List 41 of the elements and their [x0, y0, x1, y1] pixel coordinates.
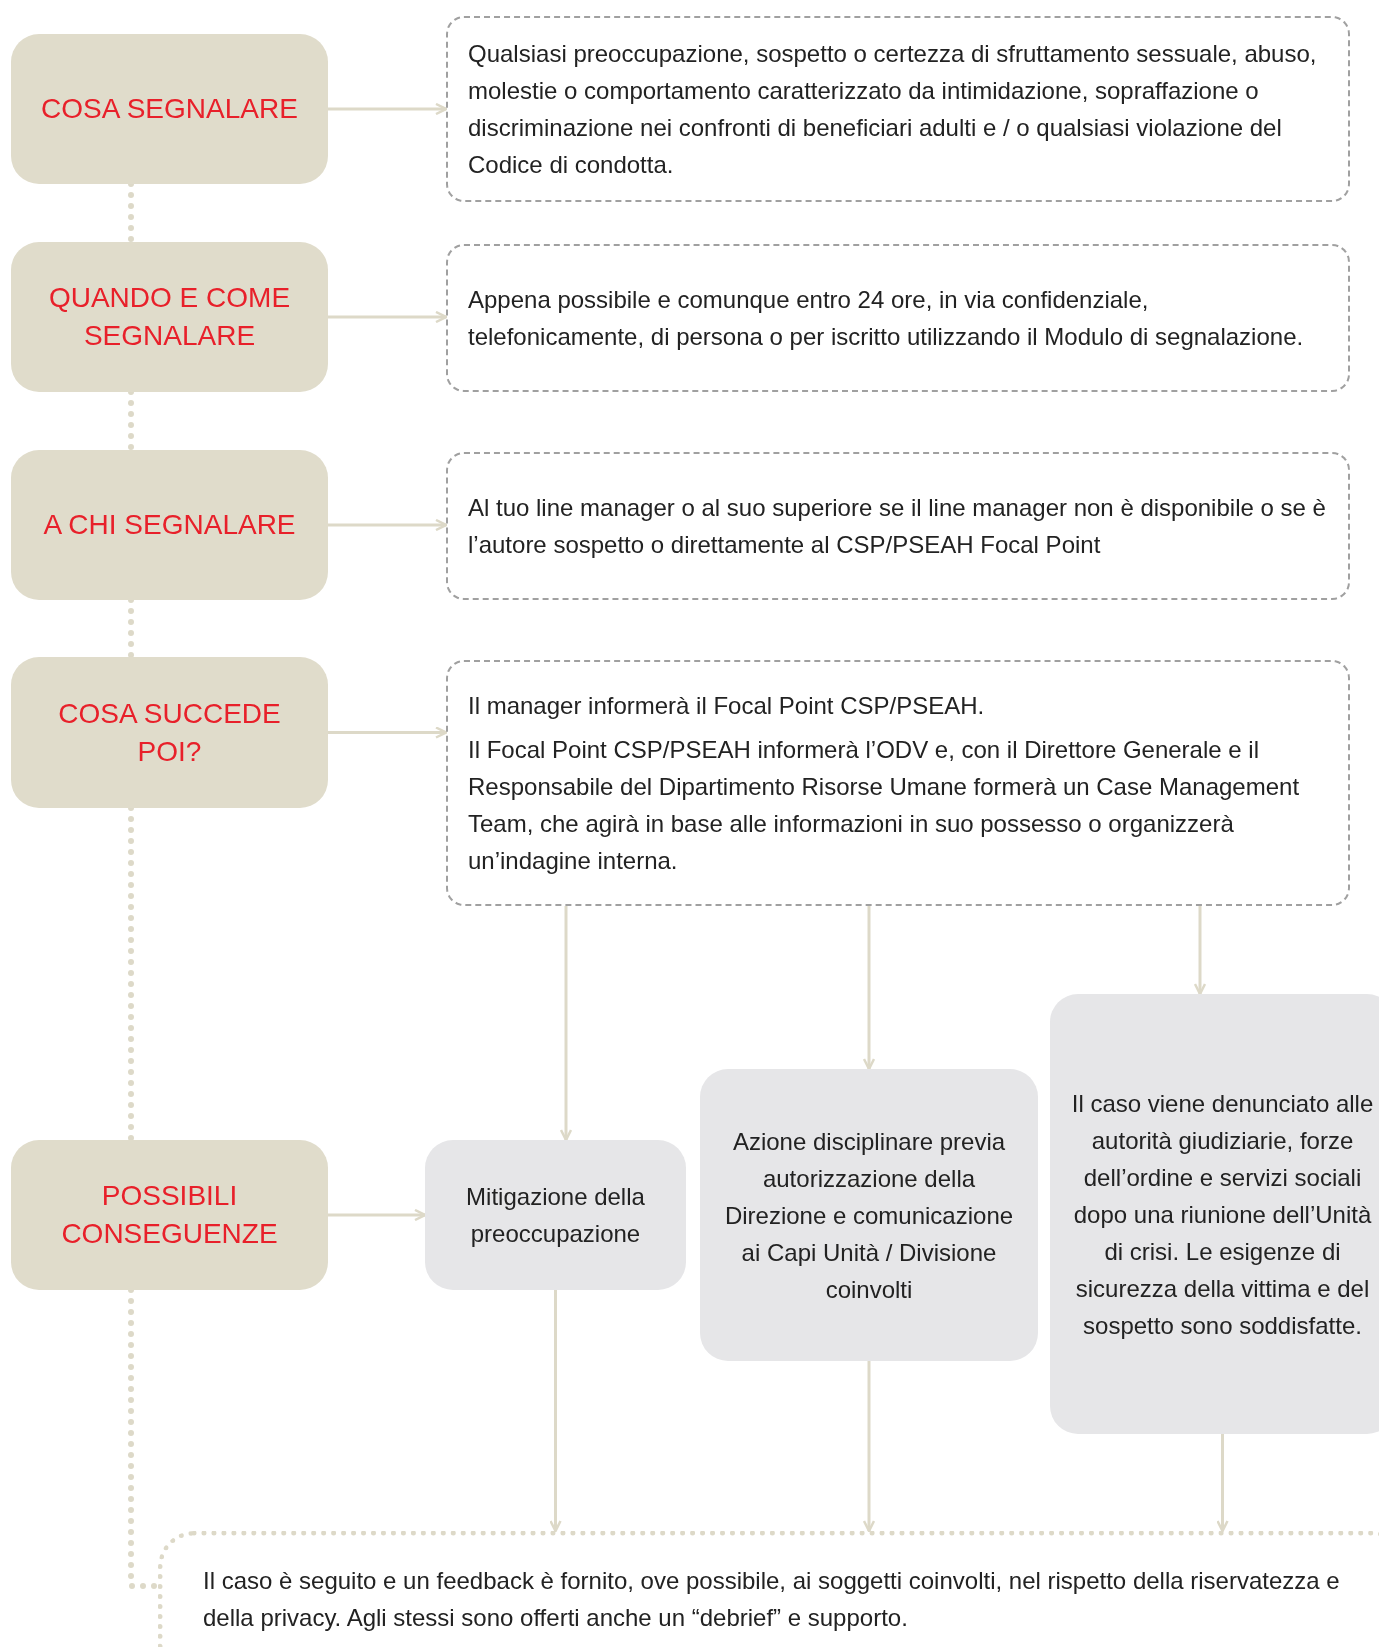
description-box	[446, 452, 1350, 600]
step-label-box	[11, 1140, 328, 1290]
description-text: Il caso viene denunciato alle autorità giudiziarie, forze dell’ordine e servizi sociali dopo una riunione dell’Unità di crisi. Le esigenze di sicurezza della vittima e del sospetto sono soddisfatte.	[1070, 1088, 1375, 1341]
step-title: A CHI SEGNALARE	[43, 508, 296, 542]
description-text: Il manager informerà il Focal Point CSP/PSEAH.	[468, 691, 986, 721]
arrow	[328, 518, 448, 532]
step-title: COSA SEGNALARE	[41, 92, 298, 126]
description-text: Azione disciplinare previa autorizzazione della Direzione e comunicazione ai Capi Unità / Divisione coinvolti	[723, 1126, 1015, 1305]
arrow	[328, 310, 448, 324]
dotted-connector	[128, 181, 134, 245]
description-text: Il caso è seguito e un feedback è fornito, ove possibile, ai soggetti coinvolti, nel rispetto della riservatezza e della privacy. Agli stessi sono offerti anche un “debrief” e supporto.	[203, 1566, 1341, 1633]
arrow	[1216, 1434, 1229, 1533]
step-title: QUANDO E COME SEGNALARE	[47, 281, 292, 353]
step-label-box	[11, 34, 328, 184]
description-text: Mitigazione della preoccupazione	[465, 1182, 646, 1249]
description-text: Al tuo line manager o al suo superiore se il line manager non è disponibile o se è l’autore sospetto o direttamente al CSP/PSEAH Focal Point	[468, 493, 1327, 560]
description-box	[446, 16, 1350, 202]
outcome-box	[1050, 994, 1379, 1434]
step-title: POSSIBILI CONSEGUENZE	[60, 1179, 279, 1251]
outcome-box	[425, 1140, 686, 1290]
arrow	[328, 726, 448, 739]
description-text: Appena possibile e comunque entro 24 ore, in via confidenziale, telefonicamente, di persona o per iscritto utilizzando il Modulo di segnalazione.	[468, 285, 1305, 352]
outcome-box	[700, 1069, 1038, 1361]
step-label-box	[11, 242, 328, 392]
arrow	[328, 102, 448, 116]
step-title: COSA SUCCEDE POI?	[57, 696, 282, 769]
dotted-connector	[128, 805, 134, 1143]
arrow	[559, 906, 573, 1142]
arrow	[862, 1361, 876, 1533]
dotted-connector	[128, 389, 134, 453]
step-label-box	[11, 657, 328, 808]
description-box	[446, 660, 1350, 906]
step-label-box	[11, 450, 328, 600]
description-box	[446, 244, 1350, 392]
description-text: Il Focal Point CSP/PSEAH informerà l’ODV e, con il Direttore Generale e il Responsabile del Dipartimento Risorse Umane formerà un Case Management Team, che agirà in base alle informazioni in suo possesso o organizzerà un’indagine interna.	[468, 735, 1301, 876]
dotted-connector	[128, 597, 134, 660]
arrow	[328, 1208, 427, 1222]
arrow	[862, 906, 876, 1071]
arrow	[549, 1290, 562, 1533]
arrow	[1193, 906, 1207, 996]
description-text: Qualsiasi preoccupazione, sospetto o certezza di sfruttamento sessuale, abuso, molestie o comportamento caratterizzato da intimidazione, sopraffazione o discriminazione nei confronti di beneficiari adulti e / o qualsiasi violazione del Codice di condotta.	[468, 39, 1318, 180]
